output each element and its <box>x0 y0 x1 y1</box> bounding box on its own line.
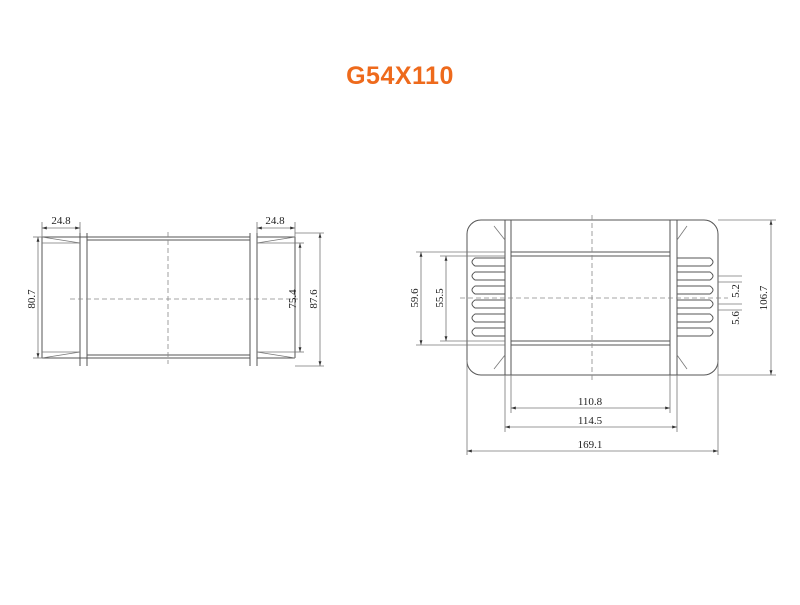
dim-side-width-left: 24.8 <box>41 215 81 237</box>
dim-label-side-height-total: 87.6 <box>308 289 320 309</box>
dim-front-height-b: 55.5 <box>434 255 505 342</box>
left-fin <box>471 285 505 295</box>
left-fin <box>471 313 505 323</box>
side-view: 24.8 24.8 80.7 75.4 <box>26 215 324 367</box>
dim-front-total-height: 106.7 <box>718 219 776 376</box>
dim-label-fin-pitch-a: 5.6 <box>730 311 742 325</box>
dim-label-total-width: 169.1 <box>578 439 603 451</box>
dim-label-side-height-inner: 75.4 <box>287 289 299 309</box>
dim-front-widths: 110.8 114.5 169.1 <box>466 360 719 455</box>
left-fin <box>471 327 505 337</box>
right-fin <box>677 299 714 309</box>
left-fin <box>471 271 505 281</box>
side-body <box>70 232 298 364</box>
left-clamp <box>41 233 88 366</box>
front-view: 59.6 55.5 5.2 5.6 10 <box>409 215 776 455</box>
dim-label-side-width-right: 24.8 <box>265 215 285 227</box>
dim-label-front-height-b: 55.5 <box>434 288 446 308</box>
right-fin <box>677 327 714 337</box>
right-fin <box>677 271 714 281</box>
dim-side-height-total: 87.6 <box>295 232 324 367</box>
dim-label-frame-width: 114.5 <box>578 415 603 427</box>
front-outline <box>466 219 719 376</box>
dim-label-front-total-height: 106.7 <box>758 285 770 310</box>
dim-label-front-height-a: 59.6 <box>409 288 421 308</box>
dim-label-core-width: 110.8 <box>578 396 603 408</box>
right-fin <box>677 257 714 267</box>
dim-label-fin-pitch-b: 5.2 <box>730 284 742 298</box>
left-fin <box>471 257 505 267</box>
left-fin <box>471 299 505 309</box>
dim-label-side-width-left: 24.8 <box>51 215 71 227</box>
dim-side-width-right: 24.8 <box>256 215 296 237</box>
right-fin <box>677 285 714 295</box>
core-frame <box>460 215 728 380</box>
right-fins <box>677 257 714 337</box>
dim-fin-pitch: 5.2 5.6 <box>718 275 742 325</box>
right-clamp <box>249 233 296 366</box>
dim-side-height-inner: 75.4 <box>287 242 304 353</box>
dim-label-side-height-outer: 80.7 <box>26 289 38 309</box>
left-fins <box>471 257 505 337</box>
model-title: G54X110 <box>346 62 454 90</box>
right-fin <box>677 313 714 323</box>
dim-side-height-outer: 80.7 <box>26 236 42 359</box>
dim-front-height-a: 59.6 <box>409 251 505 346</box>
